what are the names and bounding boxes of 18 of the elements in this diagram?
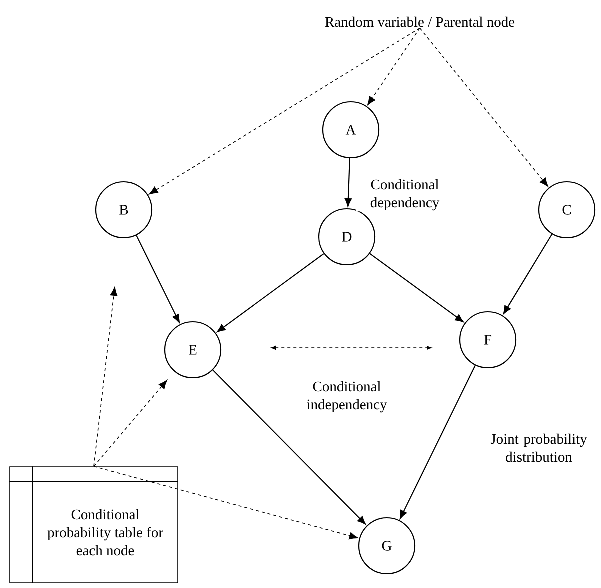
arrow xyxy=(344,158,352,207)
arrow xyxy=(136,235,180,324)
parent-label: Random variable / Parental node xyxy=(325,16,515,28)
arrow xyxy=(217,253,324,332)
arrow xyxy=(94,380,168,467)
arrow xyxy=(368,28,420,106)
edge-label: Conditional dependency xyxy=(356,178,454,212)
arrow xyxy=(370,253,464,322)
arrow xyxy=(503,234,553,314)
arrow xyxy=(149,28,420,195)
note-text: Joint probability distribution xyxy=(490,434,588,462)
arrow xyxy=(400,365,476,519)
arrow xyxy=(94,287,118,467)
note-text: Conditional independency xyxy=(307,381,388,413)
arrow xyxy=(420,28,548,187)
arrow xyxy=(212,370,366,525)
arrow xyxy=(94,466,358,540)
table-box: Conditional probability table for each node xyxy=(9,466,179,584)
